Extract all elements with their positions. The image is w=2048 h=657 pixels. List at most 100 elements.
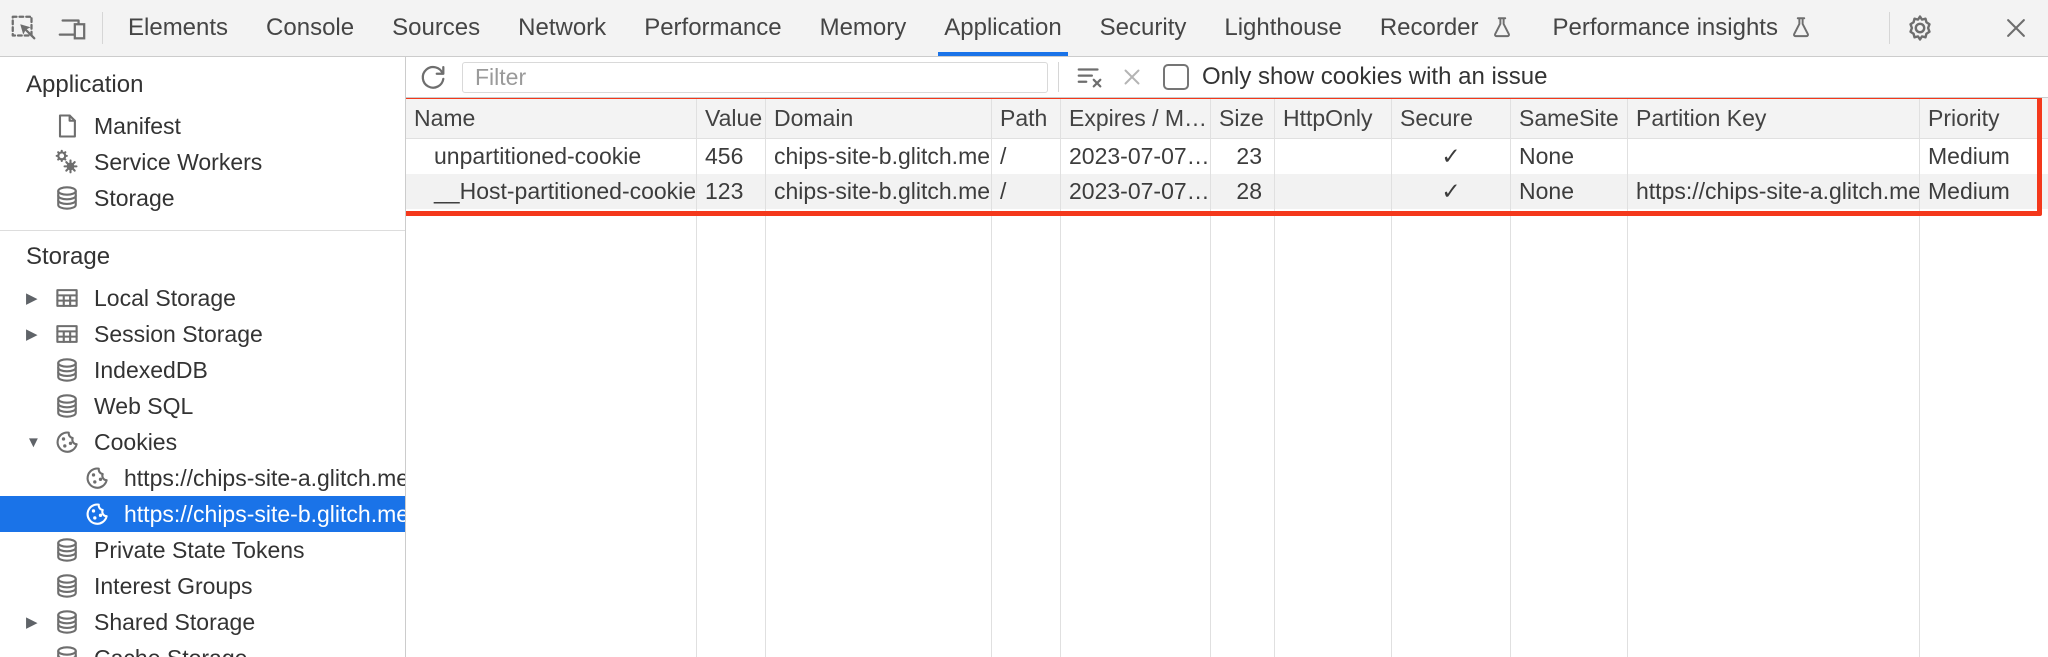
device-toolbar-icon <box>57 13 87 43</box>
sidebar-item-label: Service Workers <box>94 148 263 175</box>
delete-selected-button[interactable] <box>1111 59 1153 95</box>
cookies-toolbar: Only show cookies with an issue <box>406 57 2048 98</box>
cell-partition-key[interactable] <box>1628 139 1920 174</box>
col-header-domain[interactable]: Domain <box>766 98 992 139</box>
sidebar-item-cookies-chips-site-b[interactable]: https://chips-site-b.glitch.me <box>0 496 405 532</box>
cell-partition-key[interactable]: https://chips-site-a.glitch.me <box>1628 174 1920 209</box>
tab-console[interactable]: Console <box>247 0 373 56</box>
col-header-httponly[interactable]: HttpOnly <box>1275 98 1392 139</box>
tree-arrow-icon[interactable]: ▶ <box>26 614 38 631</box>
tree-arrow-icon[interactable]: ▶ <box>26 326 38 343</box>
sidebar-item-label: https://chips-site-b.glitch.me <box>124 500 405 527</box>
settings-button[interactable] <box>1896 0 1944 56</box>
cell-expires[interactable]: 2023-07-07… <box>1061 174 1211 209</box>
tab-performance-insights[interactable]: Performance insights <box>1534 0 1833 56</box>
inspect-element-button[interactable] <box>0 0 48 56</box>
grid-filler-column <box>1511 209 1628 657</box>
section-title-application: Application <box>26 71 144 98</box>
sidebar-item-service-workers[interactable]: Service Workers <box>0 144 405 180</box>
tab-network[interactable]: Network <box>499 0 625 56</box>
tab-label: Sources <box>392 14 481 41</box>
col-header-path[interactable]: Path <box>992 98 1061 139</box>
sidebar-item-session-storage[interactable]: ▶ Session Storage <box>0 316 405 352</box>
cell-name[interactable]: __Host-partitioned-cookie <box>406 174 697 209</box>
col-header-size[interactable]: Size <box>1211 98 1275 139</box>
only-issues-checkbox[interactable] <box>1163 64 1189 90</box>
sidebar-item-cookies[interactable]: ▼ Cookies <box>0 424 405 460</box>
col-header-priority[interactable]: Priority <box>1920 98 2048 139</box>
col-header-secure[interactable]: Secure <box>1392 98 1511 139</box>
cell-path[interactable]: / <box>992 174 1061 209</box>
col-header-expires[interactable]: Expires / M… <box>1061 98 1211 139</box>
filter-input[interactable] <box>462 61 1048 93</box>
sidebar-item-private-state-tokens[interactable]: Private State Tokens <box>0 532 405 568</box>
col-header-partition-key[interactable]: Partition Key <box>1628 98 1920 139</box>
tree-arrow-icon[interactable]: ▶ <box>26 290 38 307</box>
sidebar-item-label: Storage <box>94 184 175 211</box>
table-icon <box>52 319 82 349</box>
grid-filler-column <box>1628 209 1920 657</box>
cell-value[interactable]: 123 <box>697 174 766 209</box>
sidebar-item-cookies-chips-site-a[interactable]: https://chips-site-a.glitch.me <box>0 460 405 496</box>
sidebar-item-shared-storage[interactable]: ▶ Shared Storage <box>0 604 405 640</box>
cell-name[interactable]: unpartitioned-cookie <box>406 139 697 174</box>
cell-httponly[interactable] <box>1275 174 1392 209</box>
sidebar-item-indexeddb[interactable]: IndexedDB <box>0 352 405 388</box>
database-icon <box>52 183 82 213</box>
cookie-icon <box>82 463 112 493</box>
tab-recorder[interactable]: Recorder <box>1361 0 1534 56</box>
clear-filter-button[interactable] <box>1069 59 1111 95</box>
cell-value[interactable]: 456 <box>697 139 766 174</box>
sidebar-item-manifest[interactable]: Manifest <box>0 108 405 144</box>
sidebar-item-web-sql[interactable]: Web SQL <box>0 388 405 424</box>
col-header-value[interactable]: Value <box>697 98 766 139</box>
sidebar-item-label: Cookies <box>94 428 178 455</box>
grid-filler-column <box>1392 209 1511 657</box>
cell-expires[interactable]: 2023-07-07… <box>1061 139 1211 174</box>
sidebar-item-label: https://chips-site-a.glitch.me <box>124 464 405 491</box>
grid-filler-column <box>697 209 766 657</box>
cell-priority[interactable]: Medium <box>1928 143 2010 169</box>
database-icon <box>52 391 82 421</box>
sidebar-item-local-storage[interactable]: ▶ Local Storage <box>0 280 405 316</box>
devtools-tabbar: Elements Console Sources Network Perform… <box>0 0 2048 57</box>
tab-lighthouse[interactable]: Lighthouse <box>1205 0 1360 56</box>
table-icon <box>52 283 82 313</box>
device-toolbar-button[interactable] <box>48 0 96 56</box>
tab-elements[interactable]: Elements <box>109 0 247 56</box>
cell-domain[interactable]: chips-site-b.glitch.me <box>766 174 992 209</box>
col-header-name[interactable]: Name <box>406 98 697 139</box>
sidebar-item-interest-groups[interactable]: Interest Groups <box>0 568 405 604</box>
col-header-samesite[interactable]: SameSite <box>1511 98 1628 139</box>
sidebar-item-label: IndexedDB <box>94 356 208 383</box>
cell-size[interactable]: 23 <box>1211 139 1275 174</box>
tree-arrow-icon[interactable]: ▼ <box>26 433 41 451</box>
cell-secure[interactable]: ✓ <box>1392 174 1511 209</box>
cell-samesite[interactable]: None <box>1511 174 1628 209</box>
cell-priority[interactable]: Medium <box>1920 174 2048 209</box>
database-icon <box>52 607 82 637</box>
cell-samesite[interactable]: None <box>1511 139 1628 174</box>
database-icon <box>52 535 82 565</box>
sidebar-item-storage[interactable]: Storage <box>0 180 405 216</box>
only-issues-label[interactable]: Only show cookies with an issue <box>1202 63 1548 90</box>
tab-sources[interactable]: Sources <box>373 0 499 56</box>
cell-path[interactable]: / <box>992 139 1061 174</box>
inspect-cursor-icon <box>9 13 39 43</box>
cell-domain[interactable]: chips-site-b.glitch.me <box>766 139 992 174</box>
cell-secure[interactable]: ✓ <box>1392 139 1511 174</box>
sidebar-item-cache-storage[interactable]: Cache Storage <box>0 640 405 657</box>
tab-performance[interactable]: Performance <box>625 0 800 56</box>
more-options-button[interactable] <box>1944 0 1992 56</box>
tab-application[interactable]: Application <box>925 0 1080 56</box>
tab-memory[interactable]: Memory <box>801 0 926 56</box>
refresh-button[interactable] <box>412 59 454 95</box>
cell-httponly[interactable] <box>1275 139 1392 174</box>
gear-icon <box>1904 12 1936 44</box>
sidebar-item-label: Shared Storage <box>94 608 256 635</box>
cell-size[interactable]: 28 <box>1211 174 1275 209</box>
x-icon <box>1119 64 1145 90</box>
sidebar-item-label: Cache Storage <box>94 645 247 657</box>
tab-security[interactable]: Security <box>1081 0 1206 56</box>
close-devtools-button[interactable] <box>1992 0 2040 56</box>
